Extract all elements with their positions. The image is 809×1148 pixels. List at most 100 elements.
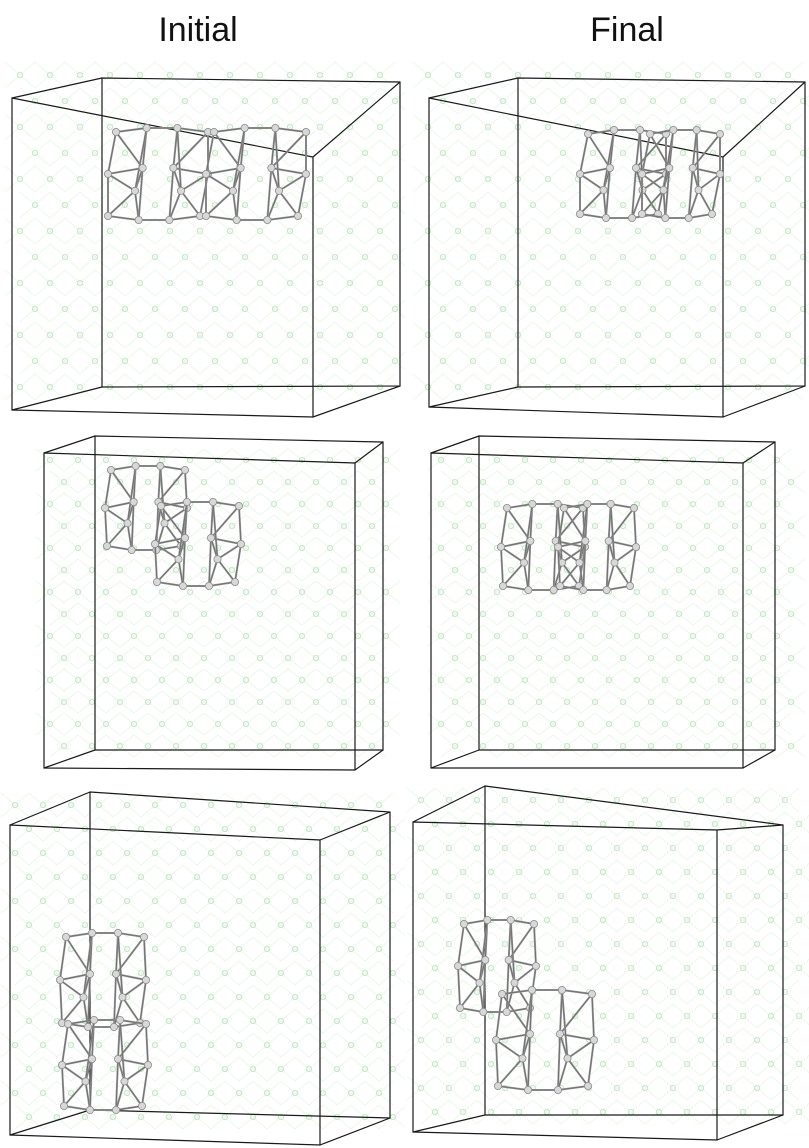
- column-header-initial: Initial: [98, 10, 298, 50]
- cluster-atom: [116, 1016, 123, 1023]
- cluster-atom: [556, 582, 563, 589]
- cluster-atom: [693, 126, 700, 133]
- cluster-atom: [638, 210, 645, 217]
- cluster-atom: [153, 578, 160, 585]
- lattice-background: [1, 793, 405, 1129]
- cluster-cage: [151, 498, 244, 589]
- cluster-atom: [214, 556, 221, 563]
- cluster-cage: [497, 500, 588, 593]
- cluster-atom: [157, 462, 164, 469]
- cluster-atom: [606, 164, 613, 171]
- box-edge: [717, 1115, 783, 1140]
- box-edge: [10, 792, 90, 825]
- cluster-atom: [302, 170, 309, 177]
- box-edge: [431, 436, 479, 453]
- box-edge: [743, 442, 775, 463]
- cluster-atom: [503, 1008, 510, 1015]
- box-edge: [355, 750, 383, 770]
- cluster-atom: [460, 920, 467, 927]
- cluster-atom: [121, 1078, 128, 1085]
- cluster-atom: [626, 582, 633, 589]
- panel-bottom-final: [405, 780, 809, 1148]
- cluster-atom: [646, 130, 653, 137]
- cluster-atom: [209, 498, 216, 505]
- cluster-atom: [88, 1055, 95, 1062]
- cluster-atom: [611, 559, 618, 566]
- cluster-atom: [492, 1036, 499, 1043]
- cluster-atom: [131, 187, 138, 194]
- column-header-final: Final: [527, 10, 727, 50]
- cluster-cage: [56, 929, 149, 1030]
- cluster-atom: [268, 164, 275, 171]
- cluster-atom: [202, 170, 209, 177]
- cluster-atom: [264, 216, 271, 223]
- box-edge: [320, 1118, 390, 1145]
- cluster-atom: [237, 164, 244, 171]
- cluster-atom: [177, 187, 184, 194]
- cluster-atom: [484, 916, 491, 923]
- cluster-atom: [84, 1023, 91, 1030]
- cluster-atom: [480, 1008, 487, 1015]
- cluster-atom: [112, 1106, 119, 1113]
- simulation-box-middle-final: [405, 430, 809, 775]
- cluster-atom: [205, 582, 212, 589]
- cluster-atom: [554, 543, 561, 550]
- cluster-atom: [564, 1055, 571, 1062]
- cluster-atom: [603, 586, 610, 593]
- lattice-background: [427, 449, 805, 757]
- cluster-atom: [584, 130, 591, 137]
- box-edge: [313, 386, 400, 417]
- cluster-atom: [605, 537, 612, 544]
- cluster-atom: [695, 186, 702, 193]
- cluster-atom: [140, 933, 147, 940]
- cluster-atom: [138, 1102, 145, 1109]
- cluster-atom: [554, 500, 561, 507]
- lattice-background: [413, 62, 809, 400]
- cluster-atom: [103, 542, 110, 549]
- cluster-atom: [143, 124, 150, 131]
- cluster-atom: [275, 187, 282, 194]
- cluster-atom: [139, 164, 146, 171]
- cluster-atom: [576, 210, 583, 217]
- cluster-atom: [235, 502, 242, 509]
- cluster-atom: [524, 1086, 531, 1093]
- box-edge: [723, 386, 805, 417]
- cluster-atom: [114, 1055, 121, 1062]
- cluster-atom: [685, 214, 692, 221]
- cluster-atom: [229, 187, 236, 194]
- cluster-atom: [174, 124, 181, 131]
- cluster-atom: [556, 1030, 563, 1037]
- cluster-atom: [632, 164, 639, 171]
- cluster-atom: [132, 462, 139, 469]
- cluster-atom: [529, 500, 536, 507]
- cluster-atom: [689, 164, 696, 171]
- lattice-background: [5, 62, 405, 400]
- panel-bottom-initial: [0, 780, 405, 1148]
- cluster-atom: [151, 540, 158, 547]
- cluster-atom: [638, 170, 645, 177]
- cluster-atom: [86, 1106, 93, 1113]
- cluster-atom: [520, 559, 527, 566]
- box-edge: [413, 786, 485, 822]
- cluster-atom: [161, 520, 168, 527]
- box-edge: [743, 750, 775, 768]
- cluster-atom: [104, 170, 111, 177]
- cluster-atom: [494, 1082, 501, 1089]
- cluster-atom: [482, 956, 489, 963]
- cluster-atom: [101, 504, 108, 511]
- box-back-face: [95, 436, 383, 750]
- cluster-atom: [602, 214, 609, 221]
- panel-top-final: [405, 60, 809, 430]
- cluster-atom: [241, 124, 248, 131]
- cluster-atom: [175, 556, 182, 563]
- cluster-atom: [560, 504, 567, 511]
- cluster-atom: [58, 1061, 65, 1068]
- simulation-box-top-initial: [0, 60, 405, 430]
- simulation-box-middle-initial: [0, 430, 405, 775]
- box-front-face: [429, 98, 723, 417]
- cluster-atom: [130, 498, 137, 505]
- simulation-box-top-final: [405, 60, 809, 430]
- cluster-atom: [708, 210, 715, 217]
- cluster-atom: [528, 986, 535, 993]
- box-edge: [44, 750, 95, 768]
